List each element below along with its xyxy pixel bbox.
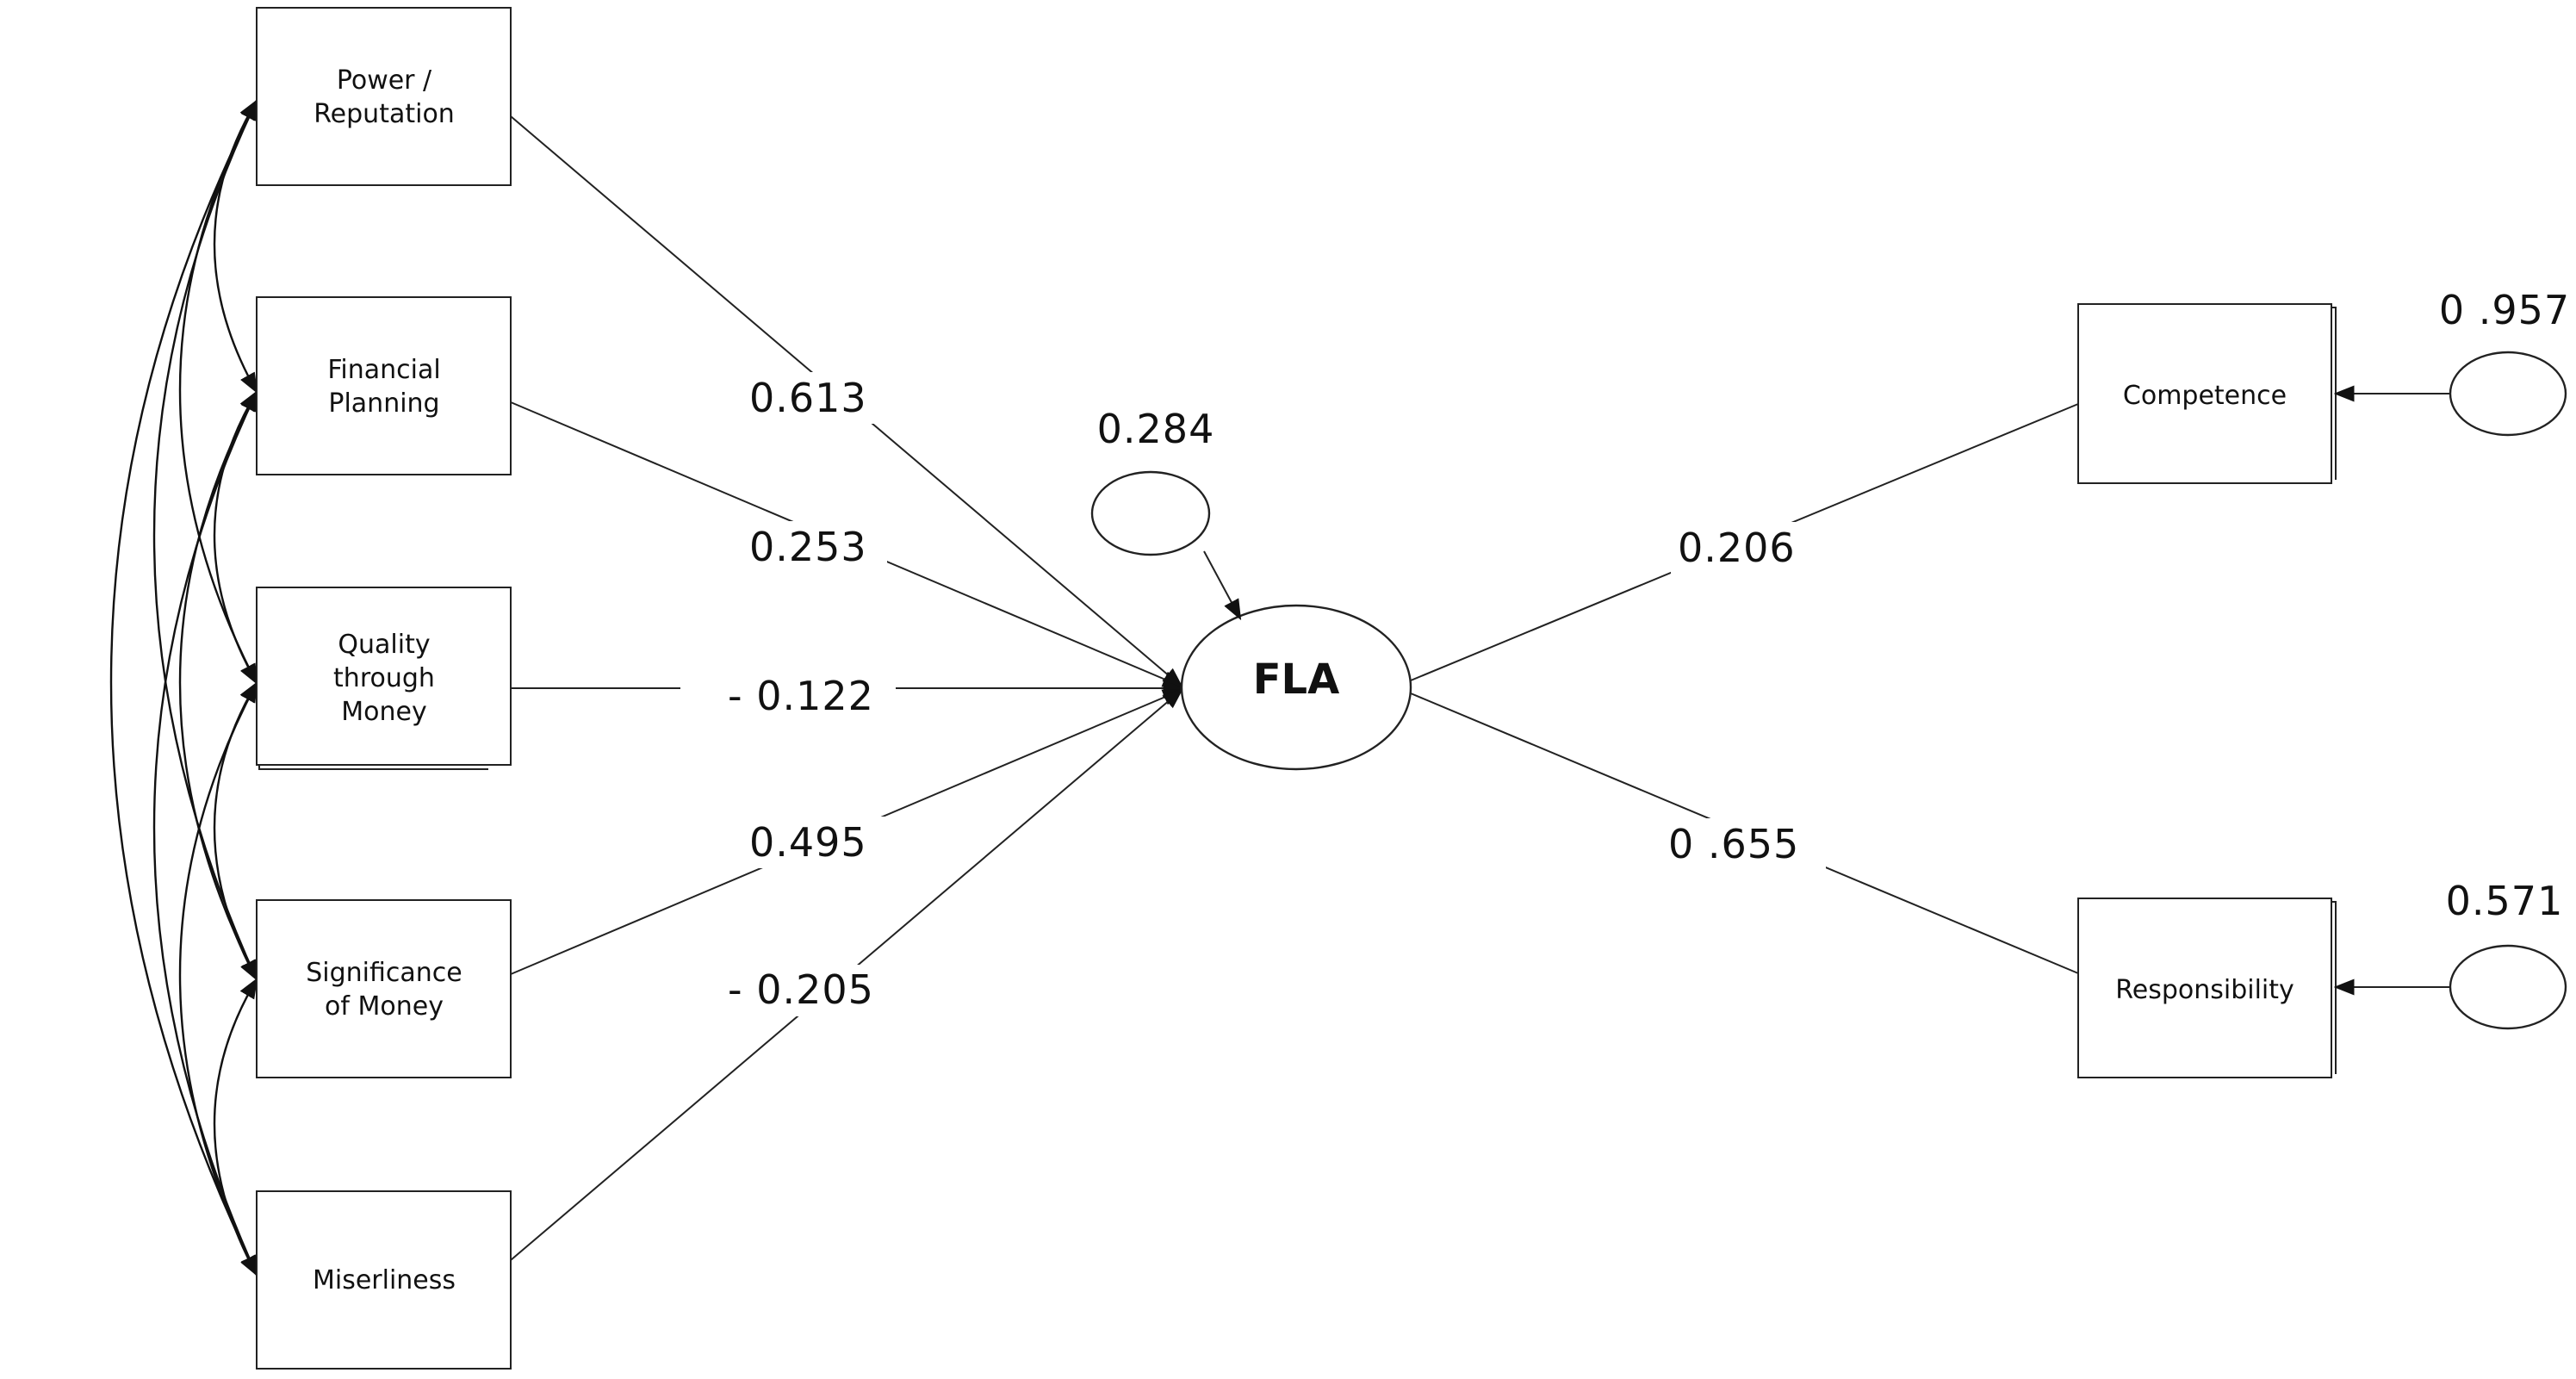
box-label-significance-1: Significance: [306, 958, 462, 988]
fla-error-term: 0.284: [1090, 406, 1242, 621]
box-quality-through-money: Quality through Money: [256, 587, 512, 770]
coef-miserliness: - 0.205: [728, 966, 874, 1013]
box-label-quality-2: through: [333, 663, 435, 693]
cov-quality-miserliness: [178, 680, 258, 1277]
box-label-significance-2: of Money: [325, 991, 444, 1022]
box-significance-of-money: Significance of Money: [256, 899, 512, 1078]
coef-planning: 0.253: [749, 524, 867, 570]
error-value-responsibility: 0.571: [2446, 878, 2564, 924]
cov-planning-miserliness: [152, 389, 258, 1277]
box-label-power-1: Power /: [337, 65, 432, 96]
box-power-reputation: Power / Reputation: [256, 7, 512, 186]
cov-significance-miserliness: [213, 977, 258, 1277]
predictor-boxes: Power / Reputation Financial Planning Qu…: [256, 7, 512, 1370]
box-financial-planning: Financial Planning: [256, 296, 512, 475]
fla-error-arrow: [1203, 550, 1242, 621]
outcome-boxes: Competence Responsibility: [2077, 303, 2337, 1078]
cov-planning-significance: [178, 389, 258, 982]
coef-quality: - 0.122: [728, 673, 874, 719]
box-label-quality-3: Money: [341, 697, 426, 727]
coef-power: 0.613: [749, 375, 867, 421]
box-label-miserliness: Miserliness: [313, 1265, 456, 1295]
fla-error-value: 0.284: [1097, 406, 1215, 452]
coefficient-labels-in: 0.613 0.253 - 0.122 0.495 - 0.205: [680, 372, 896, 1016]
cov-power-miserliness: [109, 98, 258, 1277]
cov-power-significance: [152, 98, 258, 982]
fla-label: FLA: [1253, 655, 1340, 704]
coef-responsibility: 0 .655: [1668, 821, 1799, 867]
box-miserliness: Miserliness: [256, 1190, 512, 1370]
paths-out-of-fla: 0.206 0 .655: [1410, 403, 2079, 974]
outcome-error-terms: 0 .957 0.571: [2333, 287, 2570, 1030]
latent-fla: FLA: [1180, 604, 1412, 771]
box-label-planning-1: Financial: [327, 355, 440, 385]
box-competence: Competence: [2077, 303, 2337, 484]
coef-significance: 0.495: [749, 819, 867, 866]
box-label-competence: Competence: [2123, 381, 2287, 411]
error-value-competence: 0 .957: [2439, 287, 2570, 333]
box-responsibility: Responsibility: [2077, 898, 2337, 1078]
box-label-planning-2: Planning: [328, 388, 439, 419]
box-label-responsibility: Responsibility: [2115, 975, 2294, 1005]
box-label-power-2: Reputation: [313, 99, 455, 129]
box-label-quality-1: Quality: [338, 630, 430, 660]
coef-competence: 0.206: [1678, 525, 1796, 571]
covariance-curves: [109, 98, 258, 1277]
